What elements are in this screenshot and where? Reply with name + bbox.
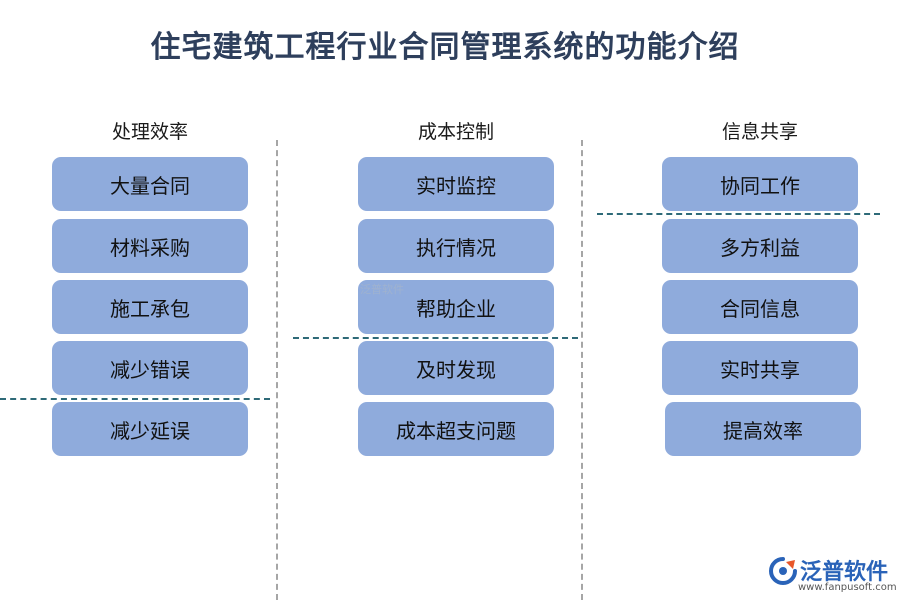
- item-box: 施工承包: [52, 280, 248, 334]
- item-box: 执行情况: [358, 219, 554, 273]
- item-label: 提高效率: [723, 418, 803, 443]
- item-label: 实时共享: [720, 357, 800, 382]
- item-box: 及时发现: [358, 341, 554, 395]
- item-box: 帮助企业: [358, 280, 554, 334]
- column-heading-efficiency: 处理效率: [111, 121, 188, 143]
- column-heading-cost-control: 成本控制: [417, 121, 494, 143]
- brand-logo: 泛普软件 www.fanpusoft.com: [768, 552, 897, 596]
- row-separator: [597, 213, 880, 215]
- column-divider: [581, 140, 583, 600]
- item-label: 帮助企业: [416, 296, 496, 321]
- item-label: 合同信息: [720, 296, 800, 321]
- row-separator: [0, 398, 270, 400]
- item-box: 协同工作: [662, 157, 858, 211]
- item-label: 减少延误: [110, 418, 190, 443]
- item-box: 材料采购: [52, 219, 248, 273]
- item-label: 执行情况: [416, 235, 496, 260]
- item-box: 提高效率: [665, 402, 861, 456]
- logo-url: www.fanpusoft.com: [798, 582, 897, 593]
- column-heading-info-sharing: 信息共享: [721, 121, 798, 143]
- item-label: 及时发现: [416, 357, 496, 382]
- item-box: 实时共享: [662, 341, 858, 395]
- item-box: 多方利益: [662, 219, 858, 273]
- row-separator: [293, 337, 578, 339]
- item-label: 多方利益: [720, 235, 800, 260]
- item-label: 减少错误: [110, 357, 190, 382]
- item-box: 成本超支问题: [358, 402, 554, 456]
- item-label: 实时监控: [416, 173, 496, 198]
- item-label: 协同工作: [720, 173, 800, 198]
- item-label: 成本超支问题: [396, 418, 516, 443]
- item-box: 实时监控: [358, 157, 554, 211]
- page-title: 住宅建筑工程行业合同管理系统的功能介绍: [150, 30, 740, 65]
- item-box: 大量合同: [52, 157, 248, 211]
- watermark: 泛普软件: [360, 283, 404, 296]
- item-label: 施工承包: [110, 296, 190, 321]
- item-box: 合同信息: [662, 280, 858, 334]
- item-box: 减少错误: [52, 341, 248, 395]
- item-label: 大量合同: [110, 173, 190, 198]
- item-label: 材料采购: [110, 235, 190, 260]
- item-box: 减少延误: [52, 402, 248, 456]
- logo-mark-icon: [769, 557, 797, 585]
- column-divider: [276, 140, 278, 600]
- logo-name: 泛普软件: [800, 560, 889, 585]
